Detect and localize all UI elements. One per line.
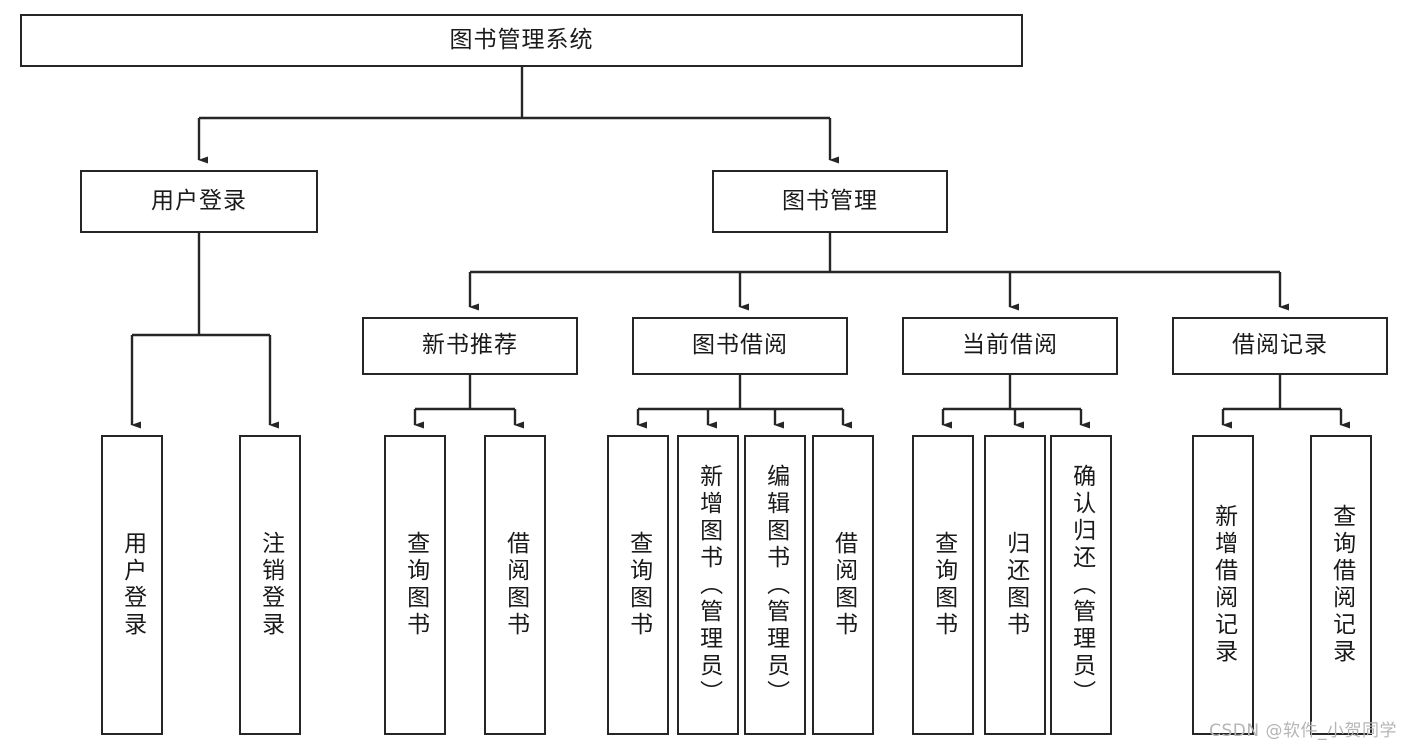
node-label: 查询图书 <box>402 531 429 639</box>
node-label: 新增图书（管理员） <box>695 463 722 707</box>
node-label: 新书推荐 <box>422 332 518 359</box>
node-label: 编辑图书（管理员） <box>762 463 789 707</box>
leaf-node-查询图书[interactable]: 查询图书 <box>912 435 974 735</box>
level3-node-新书推荐[interactable]: 新书推荐 <box>362 317 578 375</box>
node-label: 借阅图书 <box>830 531 857 639</box>
node-label: 当前借阅 <box>962 332 1058 359</box>
node-label: 查询图书 <box>930 531 957 639</box>
level3-node-当前借阅[interactable]: 当前借阅 <box>902 317 1118 375</box>
leaf-node-借阅图书[interactable]: 借阅图书 <box>812 435 874 735</box>
node-label: 查询图书 <box>625 531 652 639</box>
leaf-node-归还图书[interactable]: 归还图书 <box>984 435 1046 735</box>
leaf-node-用户登录[interactable]: 用户登录 <box>101 435 163 735</box>
node-label: 图书管理系统 <box>449 26 594 53</box>
node-label: 归还图书 <box>1002 531 1029 639</box>
leaf-node-确认归还管理员[interactable]: 确认归还（管理员） <box>1050 435 1112 735</box>
level2-node-用户登录[interactable]: 用户登录 <box>80 170 318 233</box>
tree-connectors <box>130 67 1350 429</box>
leaf-node-新增图书管理员[interactable]: 新增图书（管理员） <box>677 435 739 735</box>
leaf-node-查询图书[interactable]: 查询图书 <box>384 435 446 735</box>
leaf-node-注销登录[interactable]: 注销登录 <box>239 435 301 735</box>
node-label: 用户登录 <box>119 531 146 639</box>
level3-node-借阅记录[interactable]: 借阅记录 <box>1172 317 1388 375</box>
node-label: 新增借阅记录 <box>1210 504 1237 666</box>
node-label: 借阅记录 <box>1232 332 1328 359</box>
node-label: 图书管理 <box>782 187 878 214</box>
level3-node-图书借阅[interactable]: 图书借阅 <box>632 317 848 375</box>
node-label: 查询借阅记录 <box>1328 504 1355 666</box>
leaf-node-查询图书[interactable]: 查询图书 <box>607 435 669 735</box>
node-label: 注销登录 <box>257 531 284 639</box>
leaf-node-借阅图书[interactable]: 借阅图书 <box>484 435 546 735</box>
leaf-node-新增借阅记录[interactable]: 新增借阅记录 <box>1192 435 1254 735</box>
leaf-node-编辑图书管理员[interactable]: 编辑图书（管理员） <box>744 435 806 735</box>
root-node-图书管理系统[interactable]: 图书管理系统 <box>20 14 1023 67</box>
node-label: 确认归还（管理员） <box>1068 463 1095 707</box>
node-label: 图书借阅 <box>692 332 788 359</box>
level2-node-图书管理[interactable]: 图书管理 <box>712 170 948 233</box>
leaf-node-查询借阅记录[interactable]: 查询借阅记录 <box>1310 435 1372 735</box>
node-label: 借阅图书 <box>502 531 529 639</box>
node-label: 用户登录 <box>151 187 247 214</box>
